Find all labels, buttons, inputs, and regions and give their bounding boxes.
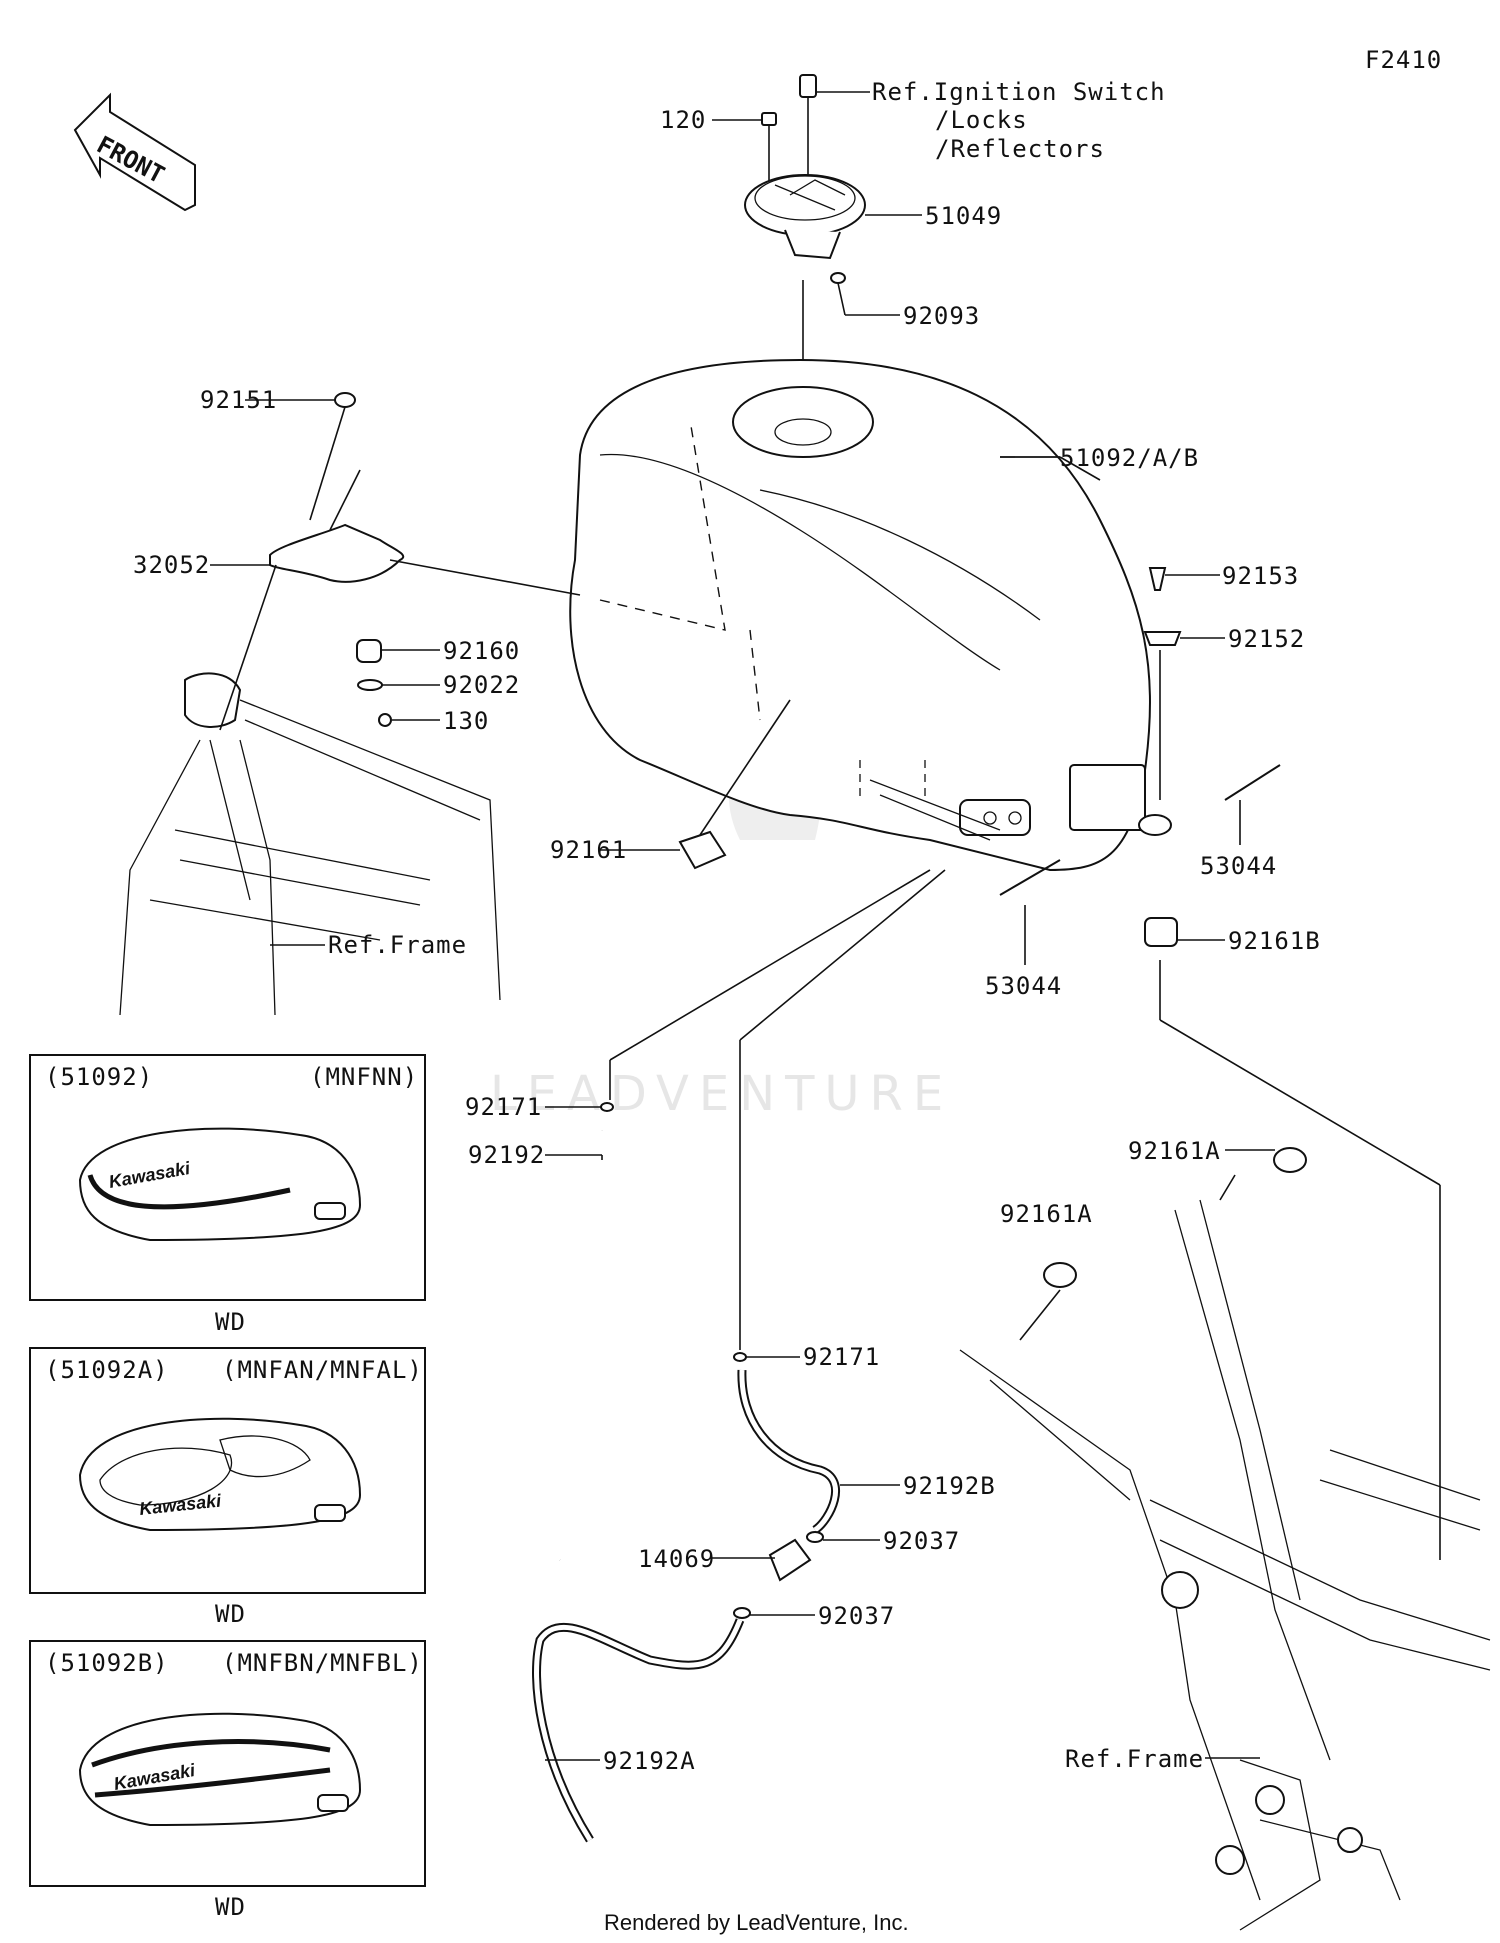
callout-92171-left: 92171 bbox=[465, 1093, 542, 1121]
pad-92161 bbox=[600, 699, 791, 870]
callout-92160: 92160 bbox=[443, 637, 520, 665]
callout-92192: 92192 bbox=[468, 1141, 545, 1169]
figure-code: F2410 bbox=[1365, 46, 1442, 74]
callout-92192B: 92192B bbox=[903, 1472, 996, 1500]
callout-51092: 51092/A/B bbox=[1060, 444, 1199, 472]
watermark-text: LEADVENTURE bbox=[490, 1066, 953, 1122]
main-frame bbox=[959, 1147, 1491, 1931]
callout-92152: 92152 bbox=[1228, 625, 1305, 653]
callout-ref-locks: /Locks bbox=[935, 106, 1028, 134]
variant-box-2: (51092A) (MNFAN/MNFAL) Kawasaki WD bbox=[29, 1347, 426, 1628]
variant-2-codes: (MNFAN/MNFAL) bbox=[222, 1356, 423, 1384]
variant-1-caption: WD bbox=[215, 1308, 246, 1336]
variant-1-part: (51092) bbox=[45, 1063, 153, 1091]
fuel-cap-assembly bbox=[712, 74, 922, 410]
callout-92022: 92022 bbox=[443, 671, 520, 699]
front-frame bbox=[119, 564, 501, 1016]
callout-130: 130 bbox=[443, 707, 489, 735]
callout-92093: 92093 bbox=[903, 302, 980, 330]
callout-92161B: 92161B bbox=[1228, 927, 1321, 955]
callout-ref-frame-left: Ref.Frame bbox=[328, 931, 467, 959]
variant-2-part: (51092A) bbox=[45, 1356, 169, 1384]
callout-92161A-upper: 92161A bbox=[1128, 1137, 1221, 1165]
callout-51049: 51049 bbox=[925, 202, 1002, 230]
front-arrow-icon: FRONT bbox=[73, 92, 196, 212]
callout-92161A-lower: 92161A bbox=[1000, 1200, 1093, 1228]
bracket-32052 bbox=[210, 392, 581, 727]
callout-92171-right: 92171 bbox=[803, 1343, 880, 1371]
callout-14069: 14069 bbox=[638, 1545, 715, 1573]
variant-box-1: (51092) (MNFNN) Kawasaki WD bbox=[29, 1054, 426, 1336]
variant-1-codes: (MNFNN) bbox=[310, 1063, 418, 1091]
variant-3-caption: WD bbox=[215, 1893, 246, 1921]
variant-2-caption: WD bbox=[215, 1600, 246, 1628]
fuel-tank bbox=[569, 358, 1172, 872]
right-mount-parts bbox=[999, 567, 1441, 1560]
callout-32052: 32052 bbox=[133, 551, 210, 579]
footer-credit: Rendered by LeadVenture, Inc. bbox=[604, 1910, 909, 1935]
callout-labels: Ref.Ignition Switch /Locks /Reflectors 1… bbox=[133, 78, 1321, 1775]
callout-92037-upper: 92037 bbox=[883, 1527, 960, 1555]
callout-92153: 92153 bbox=[1222, 562, 1299, 590]
variant-3-codes: (MNFBN/MNFBL) bbox=[222, 1649, 423, 1677]
callout-53044-center: 53044 bbox=[985, 972, 1062, 1000]
callout-92192A: 92192A bbox=[603, 1747, 696, 1775]
variant-box-3: (51092B) (MNFBN/MNFBL) Kawasaki WD bbox=[29, 1640, 426, 1921]
callout-92151: 92151 bbox=[200, 386, 277, 414]
callout-120: 120 bbox=[660, 106, 706, 134]
callout-53044-right: 53044 bbox=[1200, 852, 1277, 880]
callout-92161: 92161 bbox=[550, 836, 627, 864]
callout-ref-reflectors: /Reflectors bbox=[935, 135, 1105, 163]
hose-assembly bbox=[495, 869, 946, 1843]
callout-92037-lower: 92037 bbox=[818, 1602, 895, 1630]
variant-3-part: (51092B) bbox=[45, 1649, 169, 1677]
callout-ref-ignition: Ref.Ignition Switch bbox=[872, 78, 1166, 106]
callout-ref-frame-right: Ref.Frame bbox=[1065, 1745, 1204, 1773]
